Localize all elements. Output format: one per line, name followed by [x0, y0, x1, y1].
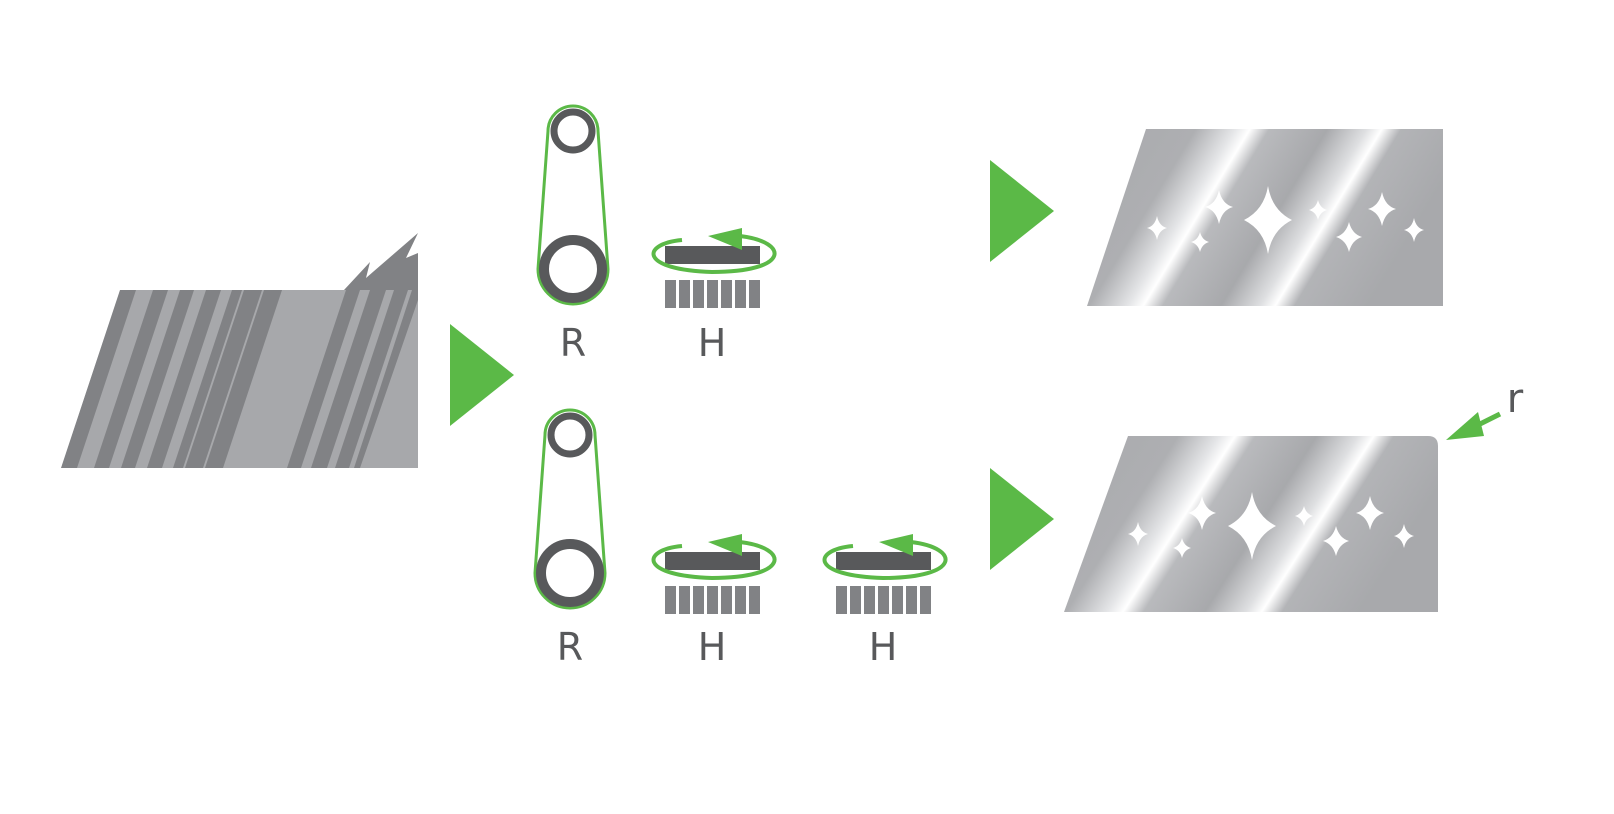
- label-brush-bottom-1: H: [698, 625, 727, 669]
- label-brush-bottom-2: H: [869, 625, 898, 669]
- brush-bristles: [665, 280, 760, 308]
- belt-grinder-icon: [533, 408, 607, 610]
- label-edge-radius: r: [1507, 376, 1524, 422]
- edge-radius-pointer: [1446, 411, 1502, 440]
- brush-bristles: [665, 586, 760, 614]
- process-arrow-icon: [450, 324, 514, 426]
- raw-sheet: [61, 233, 418, 468]
- rotary-brush-bottom-2: [822, 534, 948, 614]
- label-belt-grinder-top: R: [560, 321, 586, 365]
- label-brush-top: H: [698, 321, 727, 365]
- sparkle-icon: [1147, 186, 1424, 254]
- belt-grinder-bottom: [533, 408, 607, 610]
- finished-sheet-bottom: [1064, 436, 1438, 612]
- process-arrow-icon: [990, 468, 1054, 570]
- rotation-arrow-icon: [651, 540, 777, 581]
- rotation-arrow-icon: [651, 234, 777, 275]
- rotation-arrow-icon: [822, 540, 948, 581]
- rotary-brush-top: [651, 228, 777, 308]
- pointer-arrow-icon: [1446, 412, 1484, 440]
- raw-sheet-scratches: [61, 290, 418, 468]
- process-arrow-icon: [990, 160, 1054, 262]
- label-belt-grinder-bottom: R: [557, 625, 583, 669]
- sparkle-icon: [1128, 492, 1414, 560]
- brush-bristles: [836, 586, 931, 614]
- rotary-brush-bottom-1: [651, 534, 777, 614]
- raw-sheet-burr: [344, 233, 418, 290]
- belt-grinder-top: [536, 104, 610, 306]
- finished-sheet-top: [1087, 129, 1443, 306]
- belt-grinder-icon: [536, 104, 610, 306]
